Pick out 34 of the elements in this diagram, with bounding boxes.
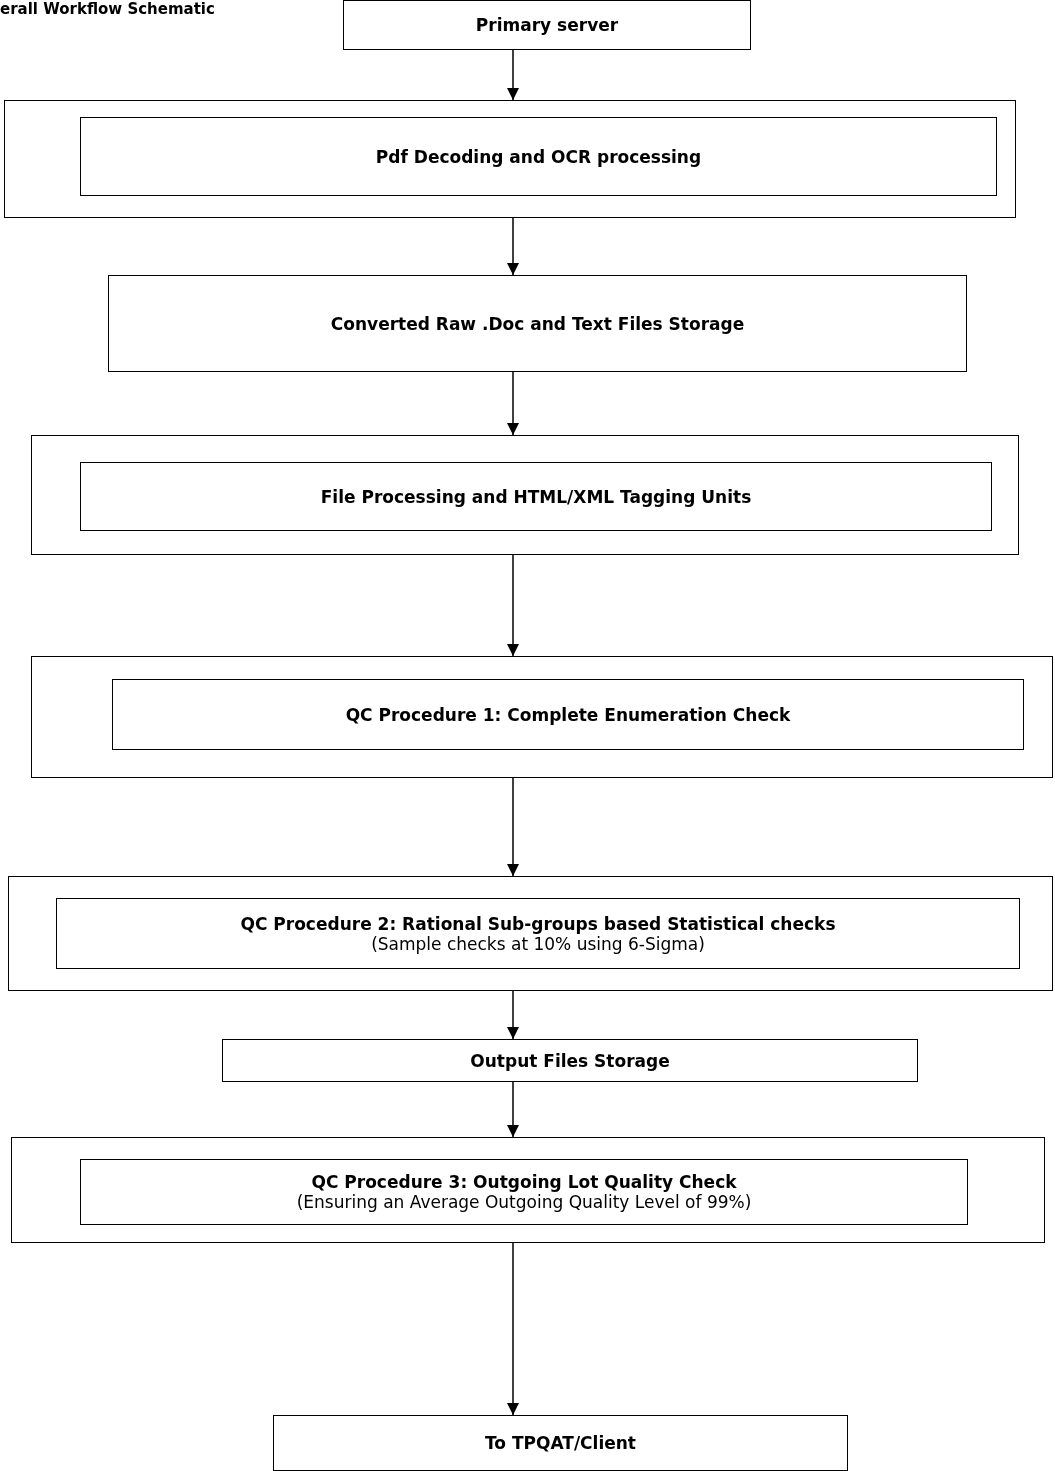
box-label: QC Procedure 1: Complete Enumeration Check: [345, 704, 791, 725]
process-box: [343, 0, 751, 50]
process-box: [80, 462, 992, 531]
box-label: To TPQAT/Client: [485, 1433, 636, 1453]
box-subtitle: (Ensuring an Average Outgoing Quality Level of 99%): [296, 1192, 752, 1212]
process-box: [108, 275, 967, 372]
box-label: QC Procedure 2: Rational Sub-groups based Statistical checks: [240, 913, 836, 934]
process-box: [56, 898, 1020, 969]
arrow: [507, 217, 519, 276]
group-box: [4, 100, 1016, 218]
arrow: [507, 777, 519, 877]
diagram-title: erall Workflow Schematic: [0, 0, 215, 18]
box-label: Pdf Decoding and OCR processing: [375, 146, 702, 167]
box-label: Output Files Storage: [470, 1050, 670, 1071]
arrow: [507, 554, 519, 657]
box-label: QC Procedure 3: Outgoing Lot Quality Check: [311, 1172, 737, 1192]
arrow: [507, 1081, 519, 1138]
box-label: Converted Raw .Doc and Text Files Storage: [330, 313, 745, 334]
process-box: [80, 1159, 968, 1225]
box-label: File Processing and HTML/XML Tagging Units: [320, 486, 752, 507]
arrow: [507, 1242, 519, 1416]
group-box: [31, 656, 1053, 778]
process-box: [112, 679, 1024, 750]
arrow: [507, 49, 519, 101]
group-box: [8, 876, 1053, 991]
arrow: [507, 371, 519, 436]
group-box: [31, 435, 1019, 555]
process-box: [80, 117, 997, 196]
group-box: [11, 1137, 1045, 1243]
arrow: [507, 990, 519, 1040]
box-label: Primary server: [475, 15, 619, 35]
process-box: [222, 1039, 918, 1082]
box-subtitle: (Sample checks at 10% using 6-Sigma): [371, 933, 705, 954]
process-box: [273, 1415, 848, 1471]
